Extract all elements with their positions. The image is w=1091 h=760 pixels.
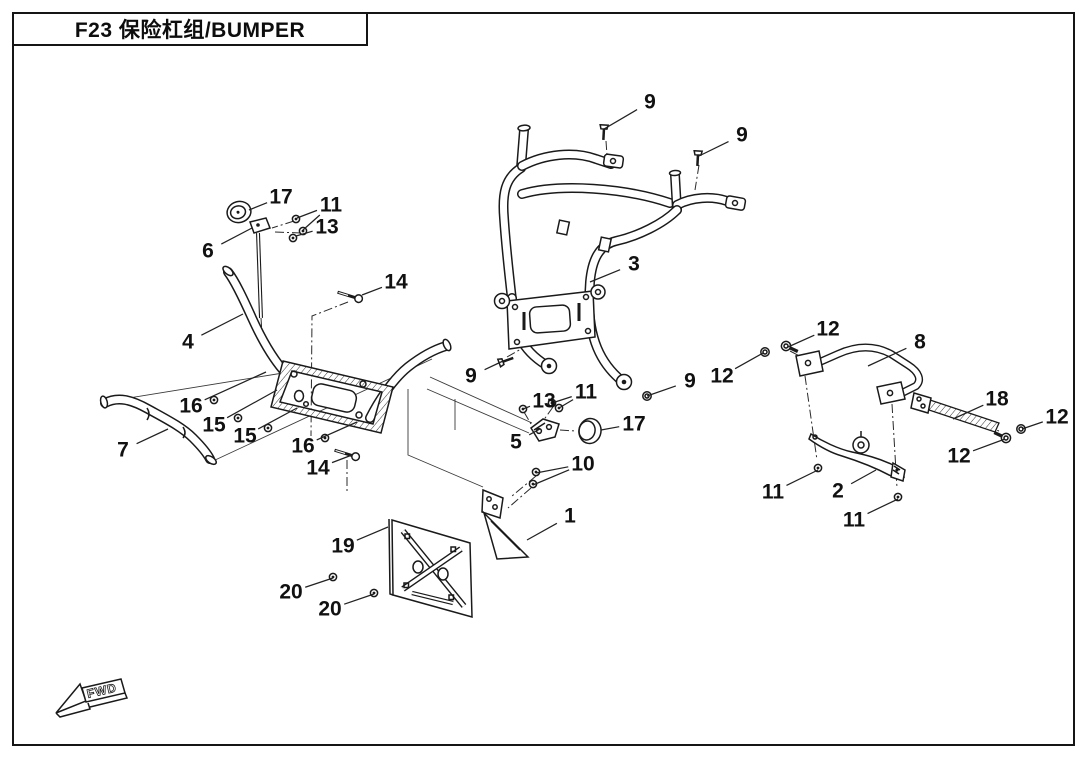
callout-10: 10	[571, 453, 594, 476]
callout-9: 9	[465, 365, 477, 388]
leader-line	[787, 334, 815, 348]
leader-line	[295, 230, 313, 237]
callout-11: 11	[320, 194, 343, 217]
leader-line	[734, 352, 764, 370]
page-border	[12, 12, 1075, 746]
leader-line	[204, 371, 267, 401]
callout-7: 7	[117, 439, 129, 462]
callout-16: 16	[179, 395, 202, 418]
leader-line	[600, 426, 620, 431]
bumper-tube-right	[370, 338, 452, 418]
leader-line	[972, 438, 1006, 452]
bumper-tube-part-7	[99, 395, 217, 466]
leader-line	[522, 405, 531, 410]
leader-line	[603, 109, 638, 130]
leader-line	[331, 454, 353, 464]
leader-line	[589, 269, 621, 283]
callout-20: 20	[318, 598, 341, 621]
bumper-plate	[270, 360, 394, 434]
callout-18: 18	[985, 388, 1009, 411]
leader-line	[528, 428, 541, 436]
callout-14: 14	[306, 457, 330, 480]
callout-12: 12	[947, 445, 970, 468]
callout-13: 13	[532, 390, 555, 413]
callout-1: 1	[564, 505, 576, 528]
callout-5: 5	[510, 431, 522, 454]
leader-line	[526, 522, 558, 541]
leader-line	[786, 469, 819, 486]
callout-9: 9	[644, 91, 656, 114]
callout-4: 4	[182, 331, 194, 354]
page-title: F23 保险杠组/BUMPER	[74, 19, 306, 42]
u-bracket-part-8	[795, 348, 919, 405]
callout-12: 12	[1045, 406, 1068, 429]
callout-17: 17	[269, 186, 292, 209]
bracket-part-1	[481, 488, 530, 560]
leader-line	[302, 214, 321, 231]
leader-line	[201, 313, 244, 336]
leader-line	[257, 407, 298, 430]
callout-17: 17	[622, 413, 645, 436]
bracket-part-5	[530, 418, 560, 442]
callout-2: 2	[832, 480, 844, 503]
frame-bracket-part-3	[493, 124, 747, 391]
leader-line	[361, 286, 383, 296]
license-plate-part-19	[388, 518, 473, 618]
leader-line	[1021, 421, 1044, 430]
leader-line	[136, 428, 169, 445]
callout-12: 12	[710, 365, 733, 388]
callout-15: 15	[233, 425, 257, 448]
callout-12: 12	[816, 318, 839, 341]
leader-line	[867, 347, 907, 367]
leader-line	[484, 360, 504, 371]
callout-6: 6	[202, 240, 214, 263]
leader-line	[226, 389, 278, 419]
callout-15: 15	[202, 414, 226, 437]
leader-line	[558, 399, 574, 409]
bumper-tube-part-4	[222, 265, 283, 370]
callout-11: 11	[843, 509, 866, 532]
callout-16: 16	[291, 435, 314, 458]
bracket-part-2	[808, 431, 906, 482]
leader-line	[248, 202, 268, 211]
leader-line	[221, 227, 253, 245]
callout-9: 9	[736, 124, 748, 147]
title-box: F23 保险杠组/BUMPER	[12, 12, 368, 46]
leader-line	[356, 526, 389, 541]
strip-part-18	[910, 392, 1000, 433]
callout-8: 8	[914, 331, 926, 354]
leader-line	[305, 577, 334, 588]
callout-14: 14	[384, 271, 408, 294]
leader-line	[698, 141, 729, 157]
callout-20: 20	[279, 581, 302, 604]
callout-11: 11	[762, 481, 785, 504]
leader-line	[343, 593, 375, 605]
leader-line	[296, 209, 318, 219]
stay-rod-part-6	[249, 217, 271, 319]
leader-line	[952, 404, 984, 420]
leader-line	[535, 466, 569, 474]
fwd-label: FWD	[86, 680, 119, 700]
callout-11: 11	[575, 381, 598, 404]
callout-3: 3	[628, 253, 640, 276]
fwd-arrow: FWD	[55, 678, 129, 718]
leader-line	[551, 396, 572, 404]
cap-part-17-top	[226, 200, 252, 224]
leader-line	[532, 469, 570, 486]
callout-19: 19	[331, 535, 354, 558]
leader-line	[646, 385, 677, 397]
callout-9: 9	[684, 370, 696, 393]
callout-13: 13	[315, 216, 338, 239]
leader-line	[316, 421, 358, 441]
leader-line	[867, 498, 899, 515]
leader-line	[850, 469, 877, 485]
cap-part-17-mid	[578, 417, 602, 445]
